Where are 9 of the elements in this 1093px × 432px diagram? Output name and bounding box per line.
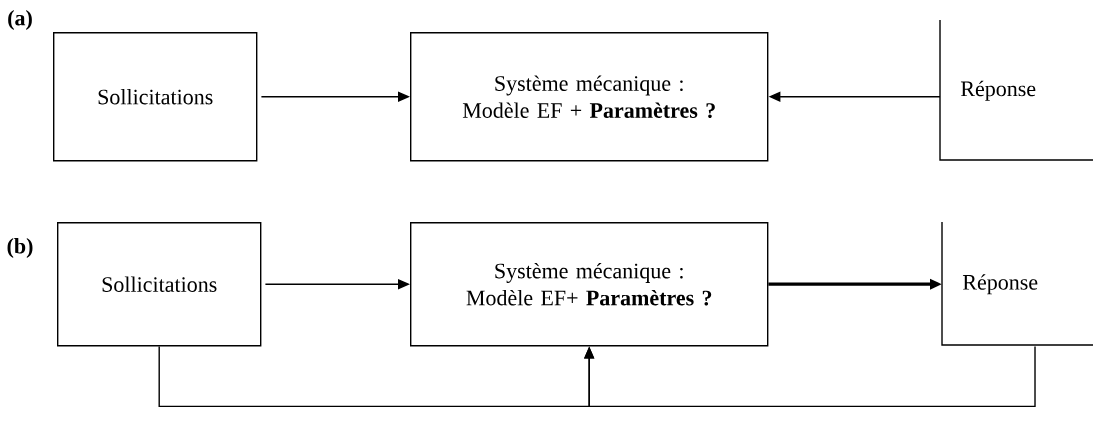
process-box: Réponse: [941, 221, 1093, 346]
process-box: Réponse: [939, 19, 1093, 161]
process-box: Sollicitations: [53, 32, 258, 162]
process-box: Système mécanique : Modèle EF + Paramètres ?: [410, 32, 769, 162]
process-box: Système mécanique : Modèle EF+ Paramètres ?: [410, 222, 769, 347]
panel-label: (b): [7, 238, 33, 258]
arrow: [584, 345, 1036, 408]
process-box: Sollicitations: [57, 222, 262, 347]
panel-label: (a): [8, 10, 32, 30]
